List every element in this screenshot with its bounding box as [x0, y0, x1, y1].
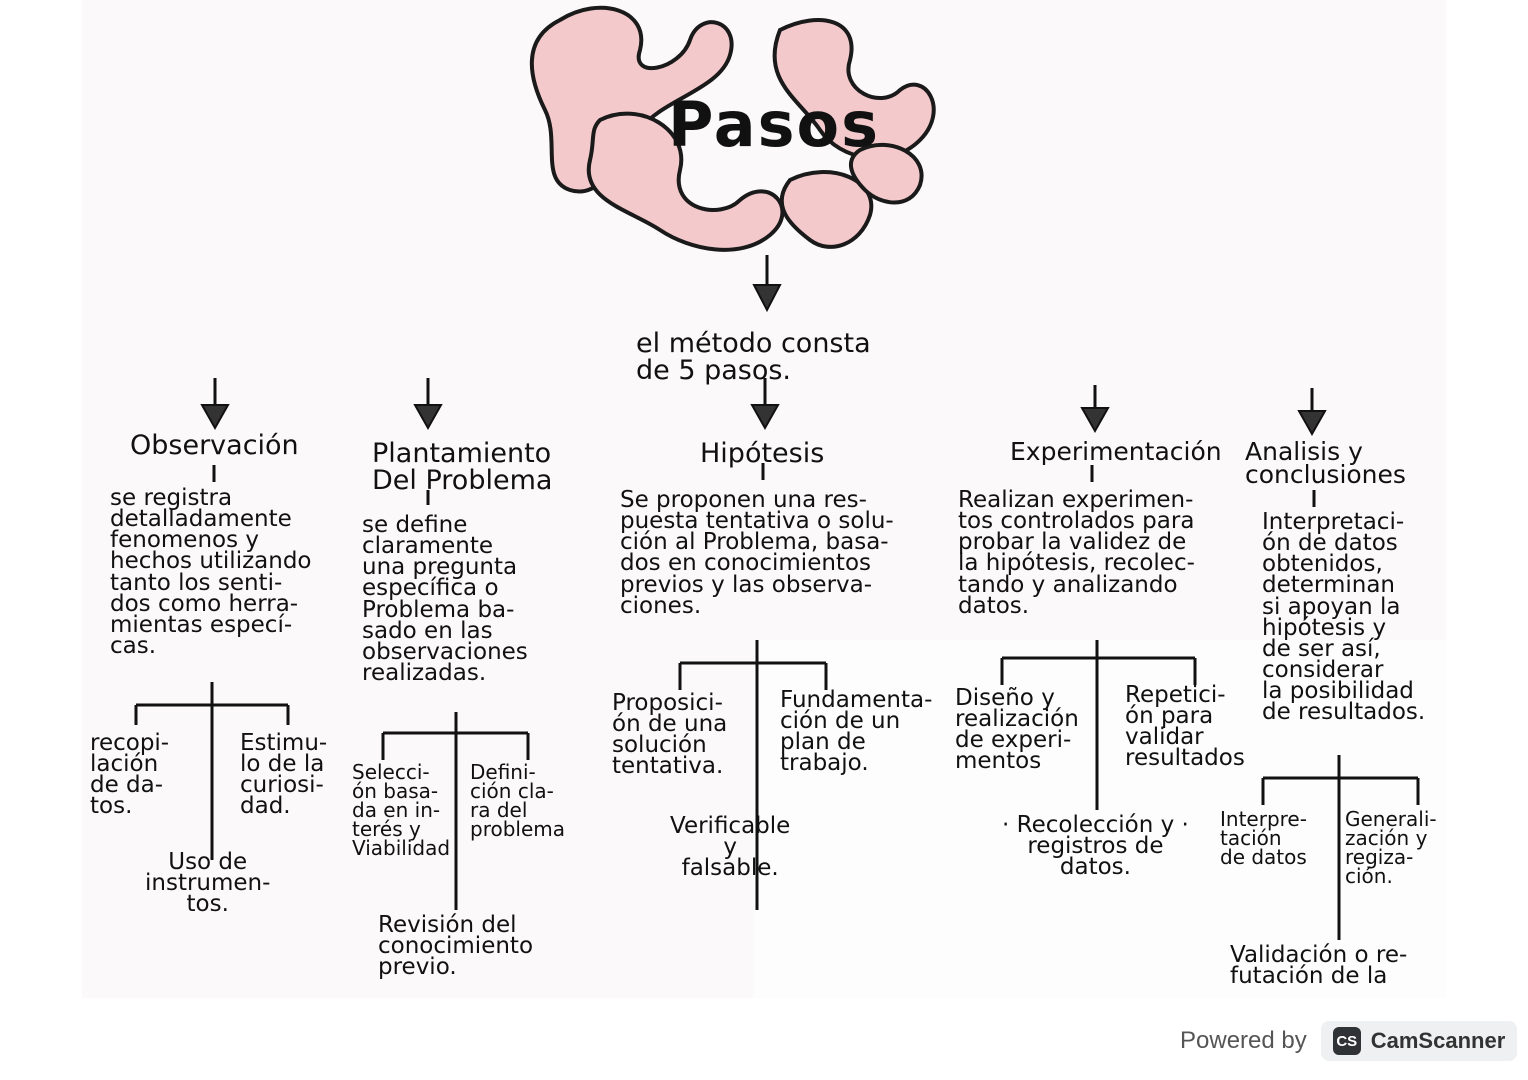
camscanner-watermark: Powered by CS CamScanner [1180, 1016, 1518, 1066]
step-item-hipotesis-3: Verificable y falsable. [670, 813, 791, 882]
arrowhead-hipotesis [750, 404, 780, 431]
tree-experimentacion [1000, 640, 1197, 810]
step-item-plantamiento-1: Selecci- ón basa- da en in- terés y Viab… [352, 760, 451, 860]
blob-1 [529, 5, 734, 194]
camscanner-badge: CS CamScanner [1320, 1021, 1518, 1061]
step-item-hipotesis-2: Fundamenta- ción de un plan de trabajo. [780, 687, 933, 777]
step-item-hipotesis-1: Proposici- ón de una solución tentativa. [612, 690, 728, 780]
tree-analisis [1261, 755, 1420, 940]
arrowhead-observacion [200, 404, 230, 431]
blob-4 [779, 170, 874, 249]
camscanner-logo-icon: CS [1332, 1027, 1361, 1055]
step-item-experimentacion-2: Repetici- ón para validar resultados [1125, 682, 1245, 772]
blob-3 [586, 111, 785, 252]
step-item-experimentacion-1: Diseño y realización de experi- mentos [955, 685, 1079, 775]
step-heading-experimentacion: Experimentación [1010, 437, 1222, 466]
step-desc-observacion: se registra detalladamente fenomenos y h… [110, 485, 312, 660]
arrowhead-title [752, 284, 782, 313]
arrowhead-experimentacion [1080, 407, 1110, 434]
step-item-analisis-3: Validación o re- futación de la [1230, 942, 1408, 990]
blob-5 [849, 143, 924, 205]
arrowhead-plantamiento [413, 404, 443, 431]
title-blob-cluster [529, 5, 936, 252]
diagram-title: Pasos [668, 88, 881, 161]
blob-2 [772, 18, 936, 161]
intro-text: el método consta de 5 pasos. [636, 328, 871, 386]
tree-plantamiento [381, 712, 530, 910]
step-heading-hipotesis: Hipótesis [700, 438, 825, 469]
step-item-observacion-1: recopi- lación de da- tos. [90, 730, 170, 820]
camscanner-brand-label: CamScanner [1370, 1028, 1506, 1053]
step-heading-analisis: Analisis y conclusiones [1245, 437, 1406, 489]
step-item-plantamiento-3: Revisión del conocimiento previo. [378, 912, 534, 981]
paper-sheet-lower-right [754, 640, 1446, 998]
step-item-observacion-3: Uso de instrumen- tos. [145, 849, 271, 918]
step-heading-plantamiento: Plantamiento Del Problema [372, 438, 553, 496]
powered-by-label: Powered by [1180, 1027, 1307, 1054]
step-item-analisis-2: Generali- zación y regiza- ción. [1345, 807, 1437, 888]
step-item-observacion-2: Estimu- lo de la curiosi- dad. [240, 730, 328, 820]
tree-observacion [134, 682, 290, 860]
step-desc-experimentacion: Realizan experimen- tos controlados para… [958, 487, 1195, 619]
step-desc-plantamiento: se define claramente una pregunta especí… [362, 512, 528, 687]
step-item-experimentacion-3: · Recolección y · registros de datos. [1002, 812, 1189, 881]
step-heading-observacion: Observación [130, 430, 299, 461]
step-desc-hipotesis: Se proponen una res- puesta tentativa o … [620, 487, 894, 619]
tree-hipotesis [678, 640, 828, 910]
arrowhead-analisis [1297, 410, 1327, 437]
step-item-analisis-1: Interpre- tación de datos [1220, 807, 1307, 869]
step-desc-analisis: Interpretaci- ón de datos obtenidos, det… [1262, 509, 1426, 726]
step-item-plantamiento-2: Defini- ción cla- ra del problema [470, 760, 566, 841]
